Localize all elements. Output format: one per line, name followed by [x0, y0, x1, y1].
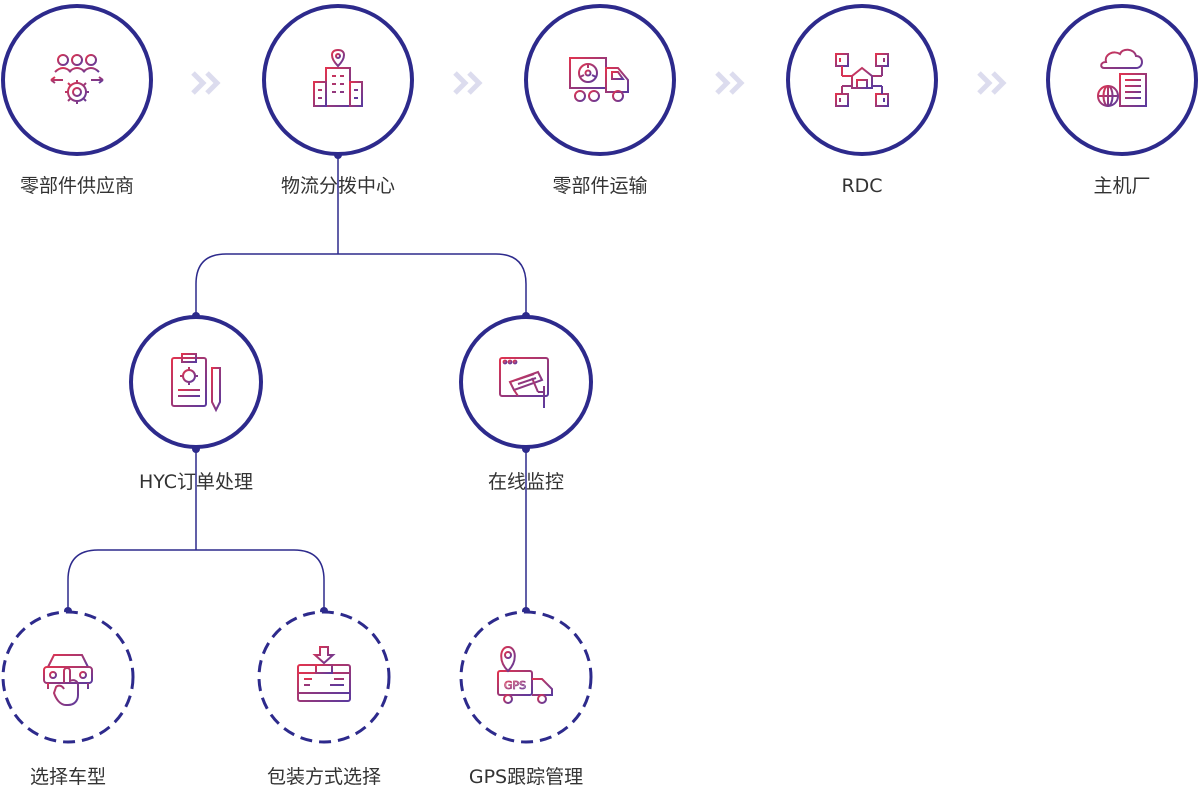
node-circle-gps: [459, 610, 593, 744]
node-circle-transport: [524, 4, 676, 156]
node-circle-distribution: [262, 4, 414, 156]
label-online-monitoring: 在线监控: [488, 471, 564, 493]
distribution-building-icon: [312, 48, 364, 107]
label-suppliers: 零部件供应商: [20, 175, 134, 197]
label-gps-tracking: GPS跟踪管理: [469, 766, 583, 788]
flow-arrows: [191, 71, 1007, 95]
label-distribution: 物流分拨中心: [281, 175, 395, 197]
connector-order-to-leaves: [67, 449, 325, 611]
car-select-icon: [43, 654, 93, 706]
clipboard-order-icon: [171, 353, 221, 413]
delivery-truck-icon: [569, 57, 629, 102]
label-transport: 零部件运输: [552, 175, 647, 197]
node-circle-car: [1, 610, 135, 744]
double-chevron-icon: [453, 71, 483, 95]
double-chevron-icon: [191, 71, 221, 95]
svg-text:GPS: GPS: [504, 679, 526, 692]
double-chevron-icon: [977, 71, 1007, 95]
warehouse-network-icon: [835, 53, 889, 107]
label-car-selection: 选择车型: [30, 766, 106, 788]
double-chevron-icon: [715, 71, 745, 95]
suppliers-gear-icon: [50, 54, 104, 104]
node-circle-oem: [1046, 4, 1198, 156]
gps-truck-icon: GPS: [497, 645, 553, 704]
cloud-server-icon: [1097, 48, 1147, 107]
monitor-camera-icon: [499, 357, 549, 408]
label-packaging: 包装方式选择: [267, 766, 381, 788]
label-order-processing: HYC订单处理: [139, 471, 253, 493]
package-box-icon: [297, 646, 351, 702]
label-oem: 主机厂: [1093, 175, 1150, 197]
node-circle-package: [257, 610, 391, 744]
connector-distribution-to-branches: [195, 155, 527, 316]
node-circles: [1, 4, 1198, 744]
node-labels: 零部件供应商 物流分拨中心 零部件运输 RDC 主机厂 HYC订单处理 在线监控…: [20, 175, 1151, 788]
label-rdc: RDC: [841, 175, 882, 197]
connector-lines: [67, 155, 527, 611]
node-circle-order: [129, 315, 263, 449]
